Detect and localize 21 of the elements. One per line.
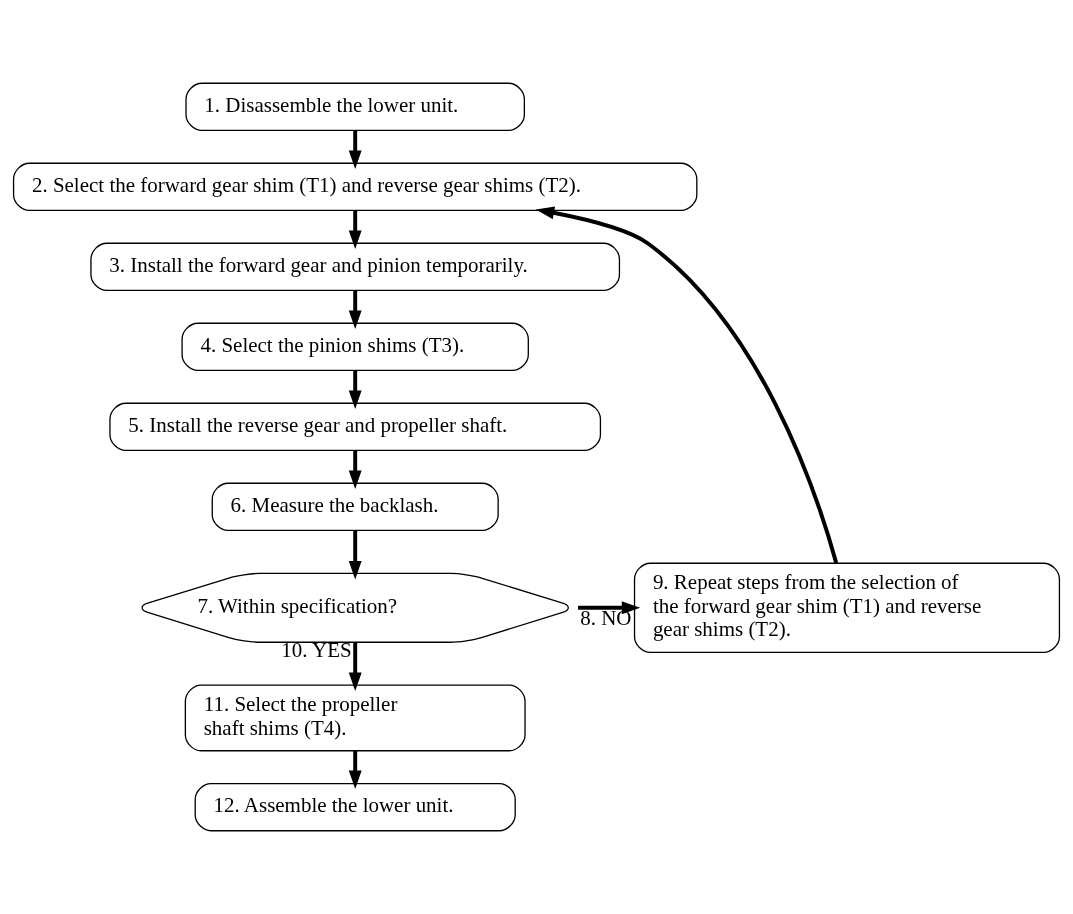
arrow xyxy=(348,210,362,249)
node-box: 12. Assemble the lower unit. xyxy=(194,782,516,832)
node-box: 5. Install the reverse gear and propeller shaft. xyxy=(109,402,602,452)
node-box: 4. Select the pinion shims (T3). xyxy=(181,322,529,372)
node-box: 1. Disassemble the lower unit. xyxy=(185,82,526,132)
arrow xyxy=(348,130,362,169)
node-box: 3. Install the forward gear and pinion temporarily. xyxy=(90,242,621,292)
node-box: 6. Measure the backlash. xyxy=(211,482,499,532)
arrow xyxy=(348,290,362,329)
arrow xyxy=(535,206,839,564)
node-ellipse: 7. Within specification? xyxy=(141,572,569,643)
arrow xyxy=(348,450,362,489)
arrow xyxy=(348,642,362,692)
node-box: 11. Select the propeller shaft shims (T4). xyxy=(184,684,526,752)
edge-label: 8. NO xyxy=(580,605,632,630)
node-box: 2. Select the forward gear shim (T1) and reverse gear shims (T2). xyxy=(12,162,698,212)
arrow xyxy=(348,530,362,580)
arrow xyxy=(348,370,362,409)
arrow xyxy=(348,751,362,789)
arrow xyxy=(578,601,641,615)
node-box: 9. Repeat steps from the selection of the forward gear shim (T1) and reverse gear shims (T2). xyxy=(633,562,1061,654)
